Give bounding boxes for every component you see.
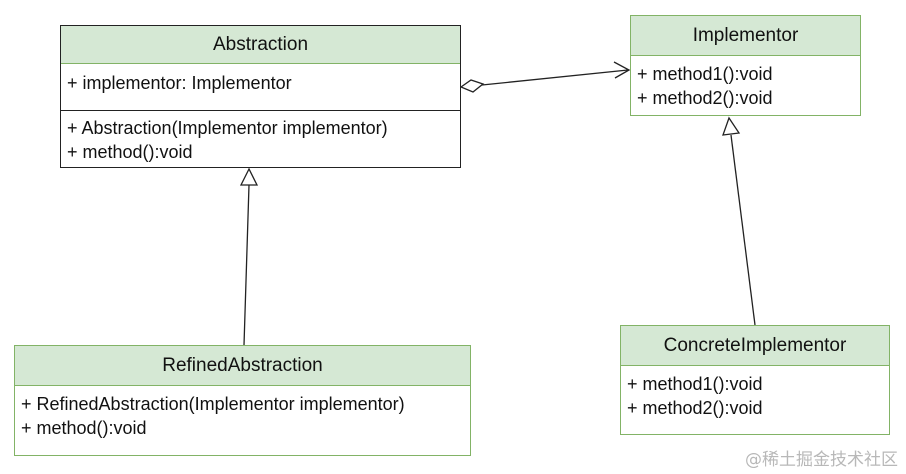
class-concrete-implementor: ConcreteImplementor + method1():void + m… — [620, 325, 890, 435]
operations-section: + method1():void + method2():void — [621, 366, 889, 420]
aggregation-arrowhead — [613, 61, 631, 79]
class-abstraction: Abstraction + implementor: Implementor +… — [60, 25, 461, 168]
operation-constructor: + RefinedAbstraction(Implementor impleme… — [21, 394, 405, 414]
attributes-section: + implementor: Implementor — [61, 64, 460, 110]
class-name: Abstraction — [61, 26, 460, 64]
aggregation-diamond — [459, 79, 485, 93]
generalization-triangle-implementor — [722, 116, 741, 136]
generalization-line-refined — [243, 184, 250, 346]
generalization-triangle-abstraction — [239, 167, 259, 186]
watermark: @稀土掘金技术社区 — [745, 450, 898, 470]
operation-method1: + method1():void — [627, 374, 763, 394]
operation-method: + method():void — [21, 418, 147, 438]
operation-method: + method():void — [67, 142, 193, 162]
class-name: ConcreteImplementor — [621, 326, 889, 366]
class-implementor: Implementor + method1():void + method2()… — [630, 15, 861, 116]
operations-section: + RefinedAbstraction(Implementor impleme… — [15, 386, 470, 440]
operation-method1: + method1():void — [637, 64, 773, 84]
operation-method2: + method2():void — [637, 88, 773, 108]
class-name: RefinedAbstraction — [15, 346, 470, 386]
class-refined-abstraction: RefinedAbstraction + RefinedAbstraction(… — [14, 345, 471, 456]
class-name: Implementor — [631, 16, 860, 56]
generalization-line-concrete — [730, 134, 756, 326]
operations-section: + method1():void + method2():void — [631, 56, 860, 110]
operation-constructor: + Abstraction(Implementor implementor) — [67, 118, 388, 138]
operations-section: + Abstraction(Implementor implementor) +… — [61, 110, 460, 167]
aggregation-line — [481, 69, 629, 86]
operation-method2: + method2():void — [627, 398, 763, 418]
attribute-implementor: + implementor: Implementor — [67, 73, 292, 93]
